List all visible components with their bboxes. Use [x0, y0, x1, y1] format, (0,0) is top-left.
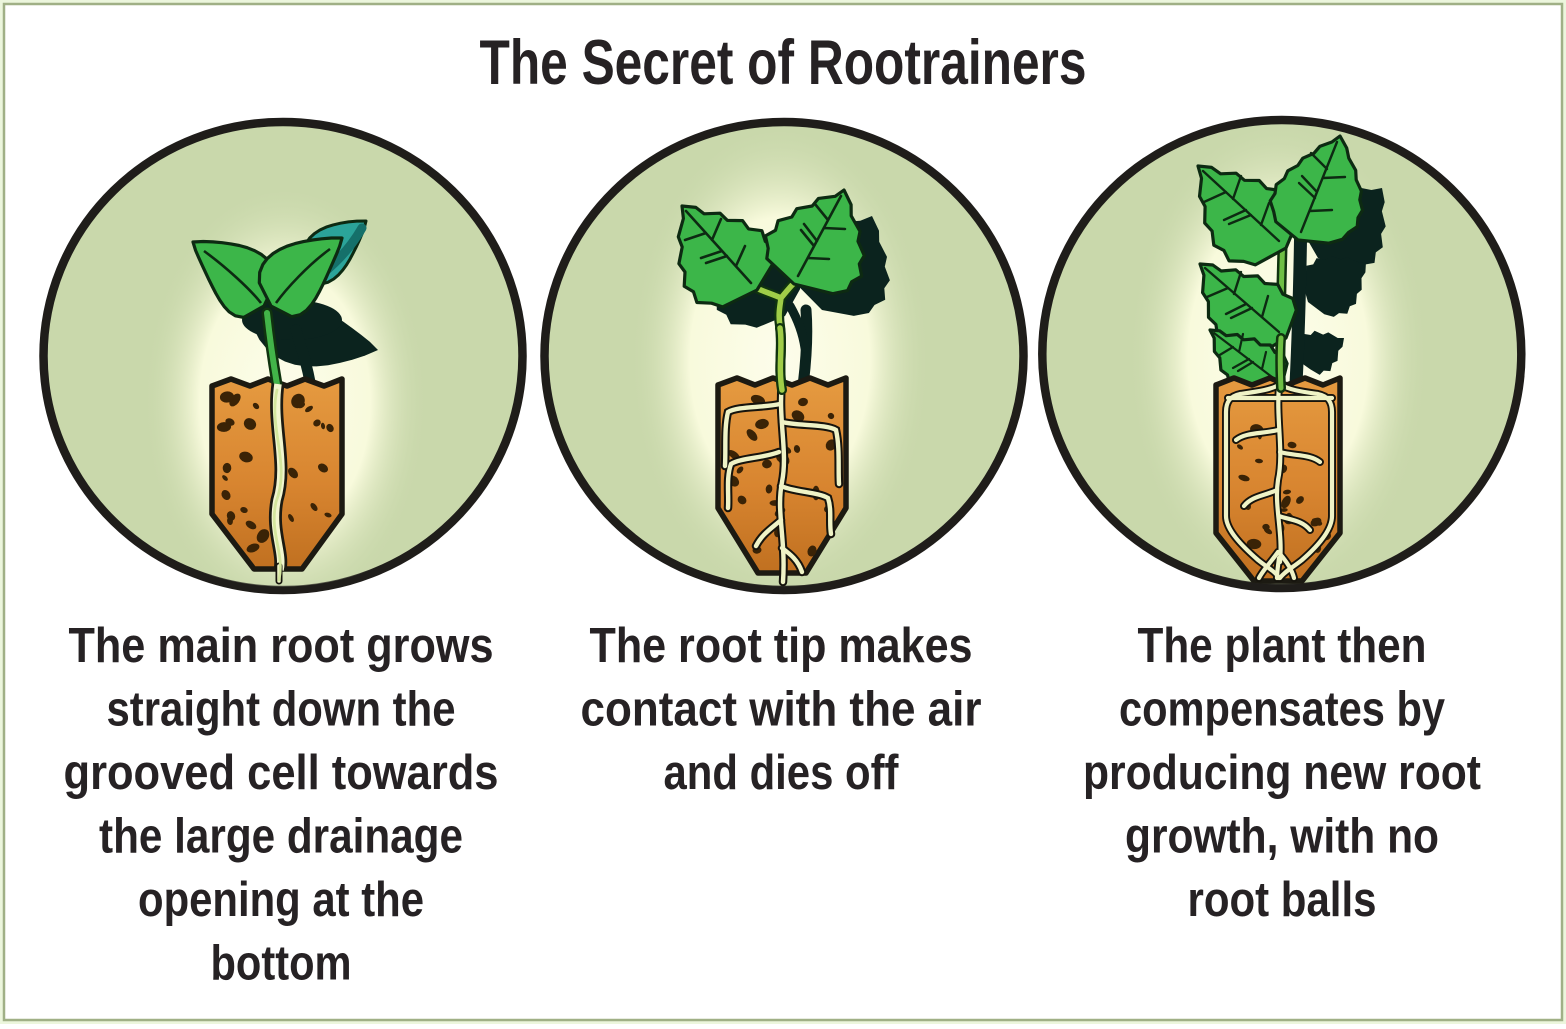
svg-text:contact with the air: contact with the air	[581, 683, 982, 737]
svg-text:The main root grows: The main root grows	[69, 619, 494, 673]
svg-text:The Secret of Rootrainers: The Secret of Rootrainers	[480, 28, 1087, 98]
svg-text:The plant then: The plant then	[1138, 619, 1427, 673]
svg-text:straight down the: straight down the	[107, 683, 456, 737]
svg-text:growth, with no: growth, with no	[1125, 810, 1439, 864]
svg-text:bottom: bottom	[211, 937, 352, 991]
svg-text:grooved cell towards: grooved cell towards	[64, 746, 499, 800]
svg-text:The root tip makes: The root tip makes	[590, 619, 973, 673]
svg-text:and dies off: and dies off	[664, 746, 900, 800]
svg-text:root balls: root balls	[1188, 873, 1377, 927]
svg-text:producing new root: producing new root	[1083, 746, 1481, 800]
svg-text:opening at the: opening at the	[138, 873, 424, 927]
svg-text:the large drainage: the large drainage	[99, 810, 463, 864]
svg-text:compensates by: compensates by	[1119, 683, 1445, 737]
